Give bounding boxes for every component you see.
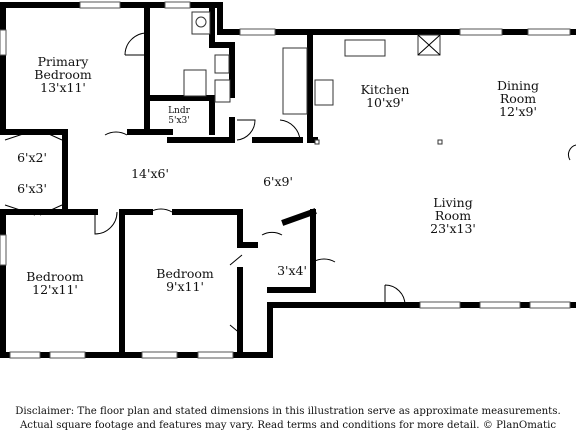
bathtub — [282, 47, 308, 115]
kitchen-sink — [344, 39, 386, 57]
window — [419, 301, 461, 309]
window — [239, 28, 276, 36]
hall-center-size: 6'x9' — [263, 174, 293, 189]
window — [479, 301, 521, 309]
door-swing — [94, 211, 118, 235]
closet-bottom-size: 6'x3' — [17, 181, 47, 196]
bedroom-left-size: 12'x11' — [32, 282, 78, 297]
living-size: 23'x13' — [430, 221, 476, 236]
walls — [0, 2, 576, 358]
door-swing — [312, 258, 336, 263]
shower — [183, 69, 207, 97]
post — [437, 139, 443, 145]
door-swing — [124, 32, 148, 56]
refrigerator — [417, 34, 441, 56]
kitchen-size: 10'x9' — [366, 95, 404, 110]
dining-name-line2: Room — [500, 91, 536, 106]
room-labels: Primary Bedroom 13'x11' Lndr 5'x3' 6'x2'… — [17, 54, 539, 297]
window — [0, 29, 7, 56]
closet-small-size: 3'x4' — [277, 263, 307, 278]
window — [527, 28, 571, 36]
door-swing — [236, 119, 256, 141]
disclaimer-line1: Disclaimer: The floor plan and stated di… — [15, 406, 561, 417]
door-swing — [104, 131, 128, 136]
disclaimer-line2: Actual square footage and features may v… — [19, 420, 557, 431]
door-swing — [261, 231, 283, 236]
laundry-name: Lndr — [168, 106, 191, 116]
closet-top-size: 6'x2' — [17, 150, 47, 165]
hall-left-size: 14'x6' — [131, 166, 169, 181]
closet-bifold-doors — [4, 129, 63, 216]
laundry-size: 5'x3' — [168, 116, 189, 126]
vanity — [214, 79, 231, 103]
bedroom-mid-name: Bedroom — [156, 266, 214, 281]
entry-door — [384, 284, 406, 306]
bedroom-mid-size: 9'x11' — [166, 279, 204, 294]
primary-bedroom-name-line1: Primary — [38, 54, 90, 69]
closet-bifold-doors — [229, 254, 243, 336]
window — [9, 351, 41, 359]
dining-size: 12'x9' — [499, 104, 537, 119]
window — [529, 301, 571, 309]
primary-bedroom-size: 13'x11' — [40, 80, 86, 95]
door-swing — [568, 144, 576, 161]
door-swing — [279, 119, 301, 141]
window — [459, 28, 503, 36]
living-name-line1: Living — [433, 195, 472, 210]
bedroom-left-name: Bedroom — [26, 269, 84, 284]
windows — [0, 1, 571, 359]
sink-basin — [195, 16, 207, 28]
kitchen-name: Kitchen — [361, 82, 410, 97]
window — [197, 351, 234, 359]
window — [141, 351, 178, 359]
fixtures — [183, 11, 576, 161]
range — [314, 79, 334, 106]
doors — [4, 32, 406, 336]
door-swing — [149, 208, 173, 213]
window — [164, 1, 191, 9]
primary-bedroom-name-line2: Bedroom — [34, 67, 92, 82]
floor-plan: Primary Bedroom 13'x11' Lndr 5'x3' 6'x2'… — [0, 1, 576, 359]
window — [79, 1, 121, 9]
post — [314, 139, 320, 145]
living-name-line2: Room — [435, 208, 471, 223]
dining-name-line1: Dining — [497, 78, 539, 93]
window — [0, 234, 7, 266]
toilet — [214, 54, 230, 74]
window — [49, 351, 86, 359]
